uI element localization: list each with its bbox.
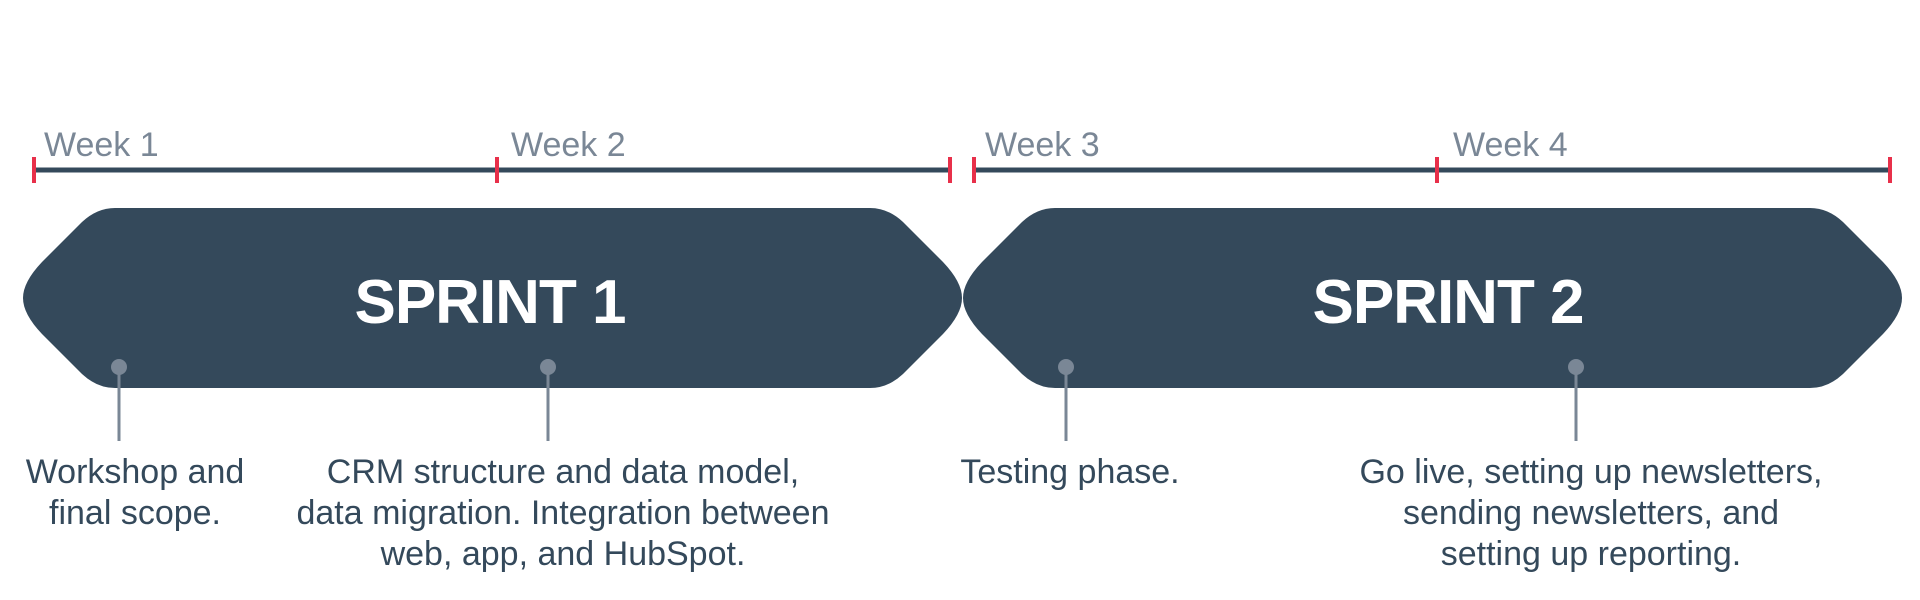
task-description-testing: Testing phase.: [940, 452, 1200, 493]
task-description-go-live: Go live, setting up newsletters, sending…: [1326, 452, 1856, 575]
task-text-line: setting up reporting.: [1440, 535, 1742, 573]
task-connector-dot: [540, 359, 556, 375]
task-connector-dot: [1568, 359, 1584, 375]
week-label-4: Week 4: [1453, 126, 1568, 164]
sprint-2-banner: [963, 208, 1902, 388]
task-description-crm: CRM structure and data model, data migra…: [273, 452, 853, 575]
task-text-line: web, app, and HubSpot.: [380, 535, 746, 573]
task-text-line: Go live, setting up newsletters,: [1359, 453, 1823, 491]
task-text-line: CRM structure and data model,: [326, 453, 800, 491]
task-text-line: data migration. Integration between: [296, 494, 830, 532]
sprint-1-banner: [23, 208, 962, 388]
task-connector-dot: [111, 359, 127, 375]
task-text-line: Testing phase.: [960, 453, 1180, 491]
week-label-2: Week 2: [511, 126, 626, 164]
task-text-line: Workshop and: [25, 453, 245, 491]
sprint-1-title: SPRINT 1: [354, 268, 626, 337]
task-description-workshop: Workshop and final scope.: [5, 452, 265, 534]
sprint-2-title: SPRINT 2: [1312, 268, 1584, 337]
task-connector-dot: [1058, 359, 1074, 375]
task-text-line: sending newsletters, and: [1402, 494, 1780, 532]
week-label-3: Week 3: [985, 126, 1100, 164]
task-text-line: final scope.: [49, 494, 221, 532]
week-label-1: Week 1: [44, 126, 159, 164]
